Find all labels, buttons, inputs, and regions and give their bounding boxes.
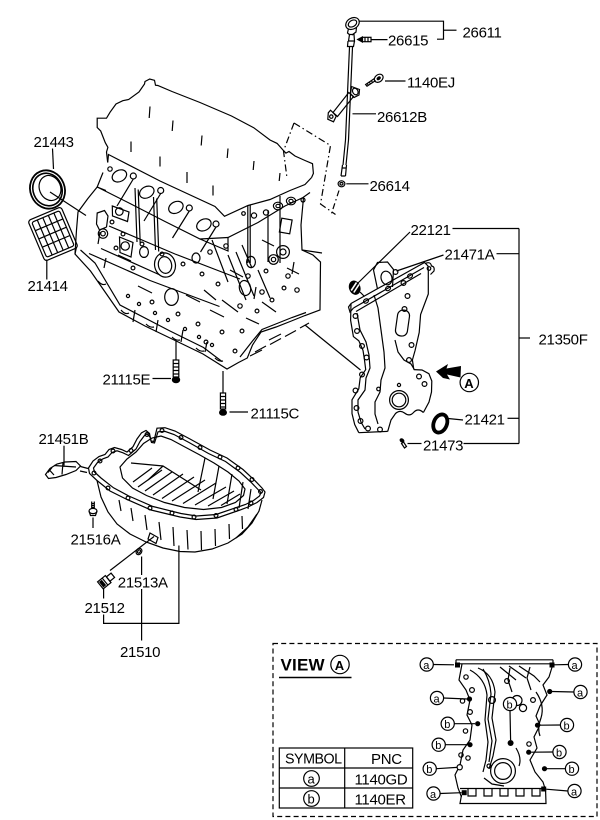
svg-text:b: b	[444, 719, 450, 731]
svg-text:1140ER: 1140ER	[355, 792, 407, 809]
svg-text:21414: 21414	[28, 278, 68, 295]
svg-text:a: a	[571, 787, 578, 799]
svg-text:21443: 21443	[34, 134, 74, 151]
svg-text:21421: 21421	[465, 412, 505, 429]
svg-text:21471A: 21471A	[445, 247, 495, 264]
svg-text:a: a	[430, 789, 437, 801]
svg-text:a: a	[577, 688, 584, 700]
svg-text:21451B: 21451B	[39, 431, 89, 448]
svg-text:1140EJ: 1140EJ	[407, 75, 455, 92]
svg-text:21516A: 21516A	[71, 532, 121, 549]
svg-text:21510: 21510	[120, 644, 160, 661]
svg-text:21115E: 21115E	[103, 372, 151, 389]
svg-text:21115C: 21115C	[251, 406, 300, 423]
svg-text:A: A	[464, 376, 474, 391]
svg-text:PNC: PNC	[371, 751, 402, 768]
svg-text:SYMBOL: SYMBOL	[285, 752, 342, 768]
svg-text:21513A: 21513A	[118, 575, 168, 592]
svg-text:A: A	[335, 658, 345, 673]
svg-text:1140GD: 1140GD	[355, 772, 408, 789]
svg-text:26611: 26611	[463, 25, 502, 42]
svg-text:b: b	[564, 721, 570, 733]
svg-text:21473: 21473	[423, 438, 463, 455]
svg-text:b: b	[426, 764, 432, 776]
svg-text:21350F: 21350F	[539, 332, 588, 349]
svg-text:b: b	[507, 700, 513, 712]
svg-text:a: a	[308, 772, 316, 787]
svg-text:b: b	[556, 748, 562, 760]
svg-text:a: a	[423, 660, 430, 672]
svg-text:a: a	[572, 660, 579, 672]
svg-text:26612B: 26612B	[377, 109, 427, 126]
svg-text:VIEW: VIEW	[281, 656, 326, 675]
svg-text:a: a	[434, 694, 441, 706]
svg-text:21512: 21512	[85, 600, 125, 617]
svg-text:b: b	[569, 764, 575, 776]
svg-text:26615: 26615	[388, 33, 428, 50]
svg-text:b: b	[308, 792, 315, 807]
svg-text:b: b	[435, 740, 441, 752]
svg-text:22121: 22121	[411, 222, 451, 239]
svg-text:26614: 26614	[370, 178, 410, 195]
